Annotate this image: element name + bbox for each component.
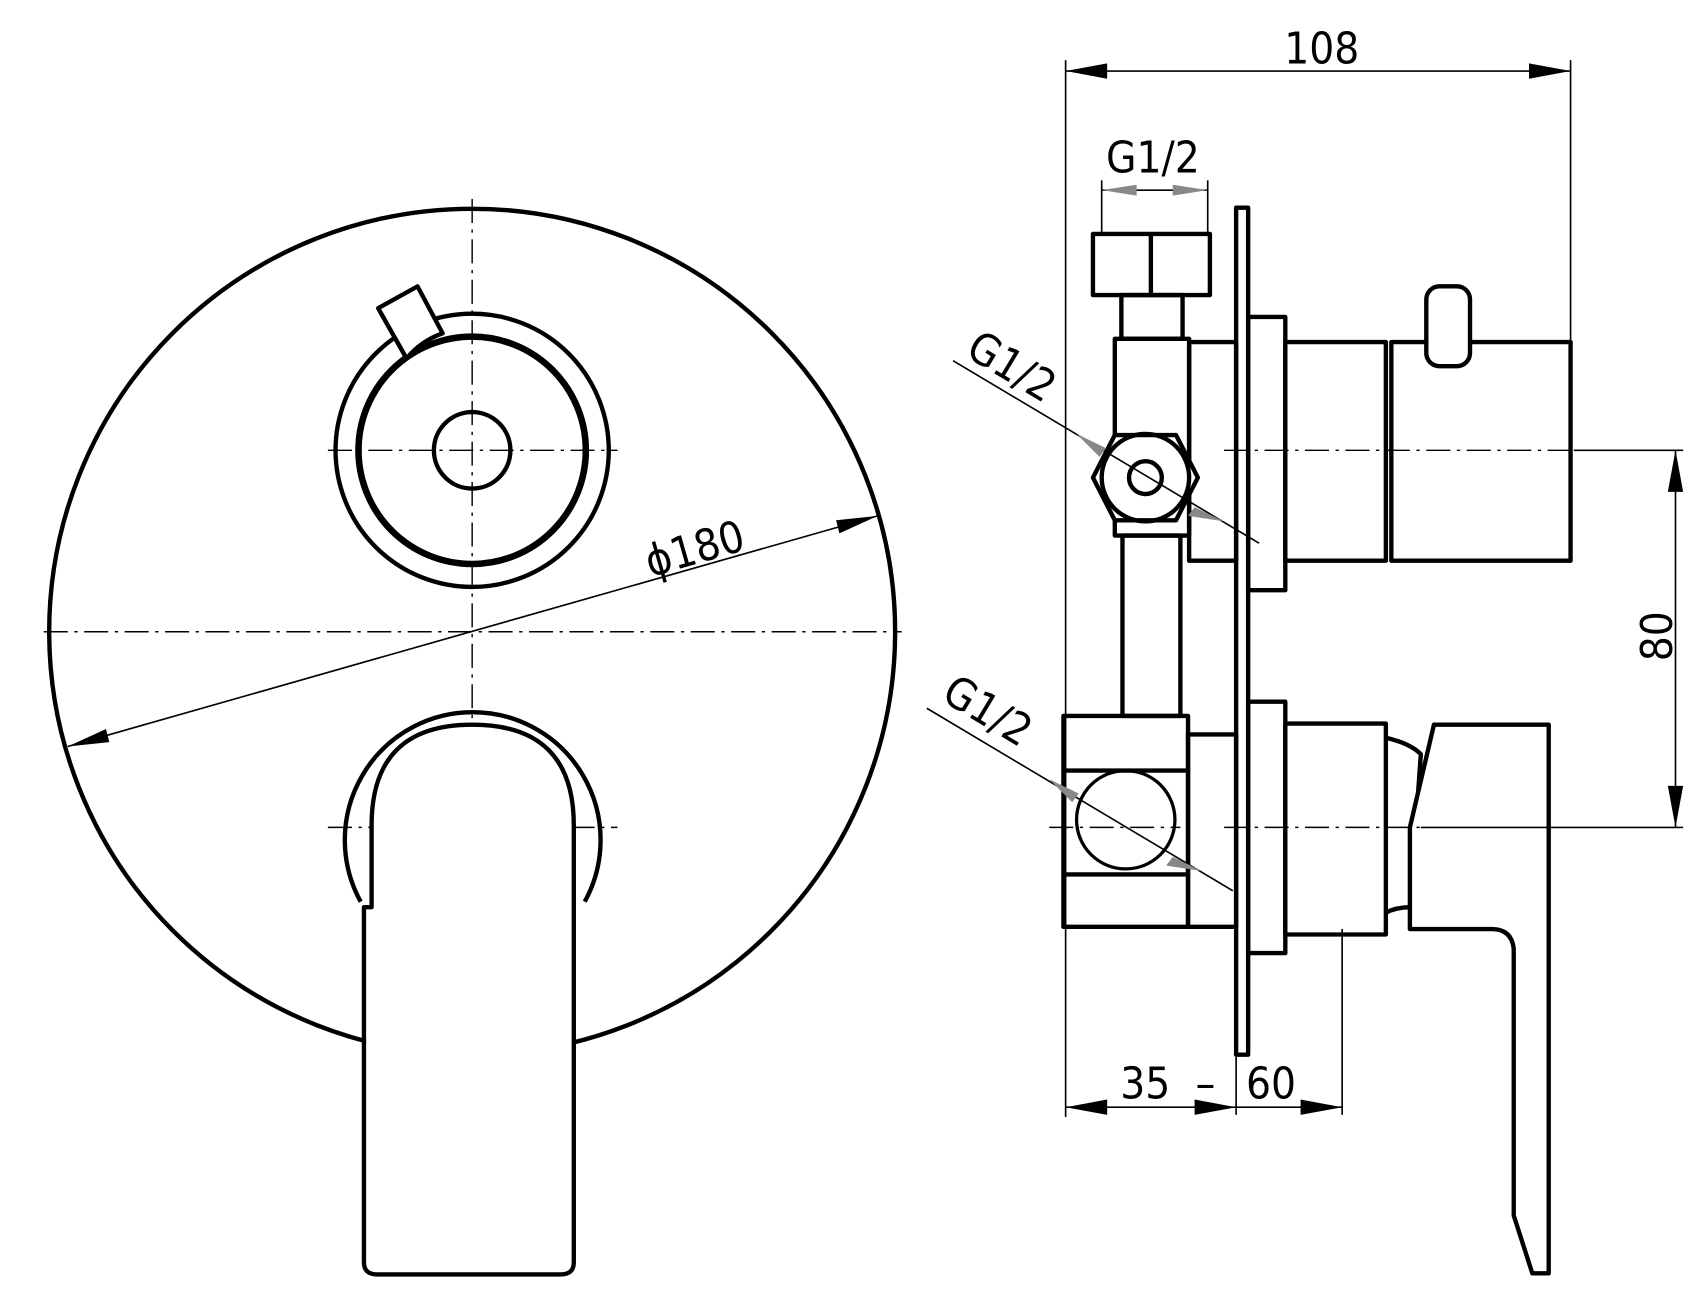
- wall-plate: [1233, 205, 1251, 1057]
- depth-dimension: 108: [1064, 23, 1572, 1118]
- front-view: ϕ180: [43, 198, 902, 1277]
- depth-label: 108: [1284, 23, 1359, 74]
- install-depth-dimension: 35 – 60: [1065, 929, 1343, 1115]
- install-sep-label: –: [1196, 1058, 1216, 1109]
- top-thread-dimension: G1/2: [1100, 133, 1209, 234]
- install-min-label: 35: [1120, 1058, 1170, 1109]
- side-lever: [1407, 722, 1551, 1276]
- diameter-label: ϕ180: [639, 511, 750, 588]
- lower-thread-label: G1/2: [934, 665, 1041, 757]
- mixer-lever: [342, 710, 603, 1277]
- top-thread-label: G1/2: [1106, 133, 1200, 184]
- install-max-label: 60: [1246, 1058, 1296, 1109]
- upper-thread-leader: G1/2: [952, 321, 1260, 544]
- side-view: 108 G1/2 G1/2 G1/2: [926, 23, 1683, 1276]
- diverter-knob: [333, 284, 611, 590]
- upper-thread-label: G1/2: [958, 321, 1065, 413]
- axis-spacing-dimension: 80: [1420, 449, 1683, 829]
- axis-spacing-label: 80: [1632, 611, 1683, 661]
